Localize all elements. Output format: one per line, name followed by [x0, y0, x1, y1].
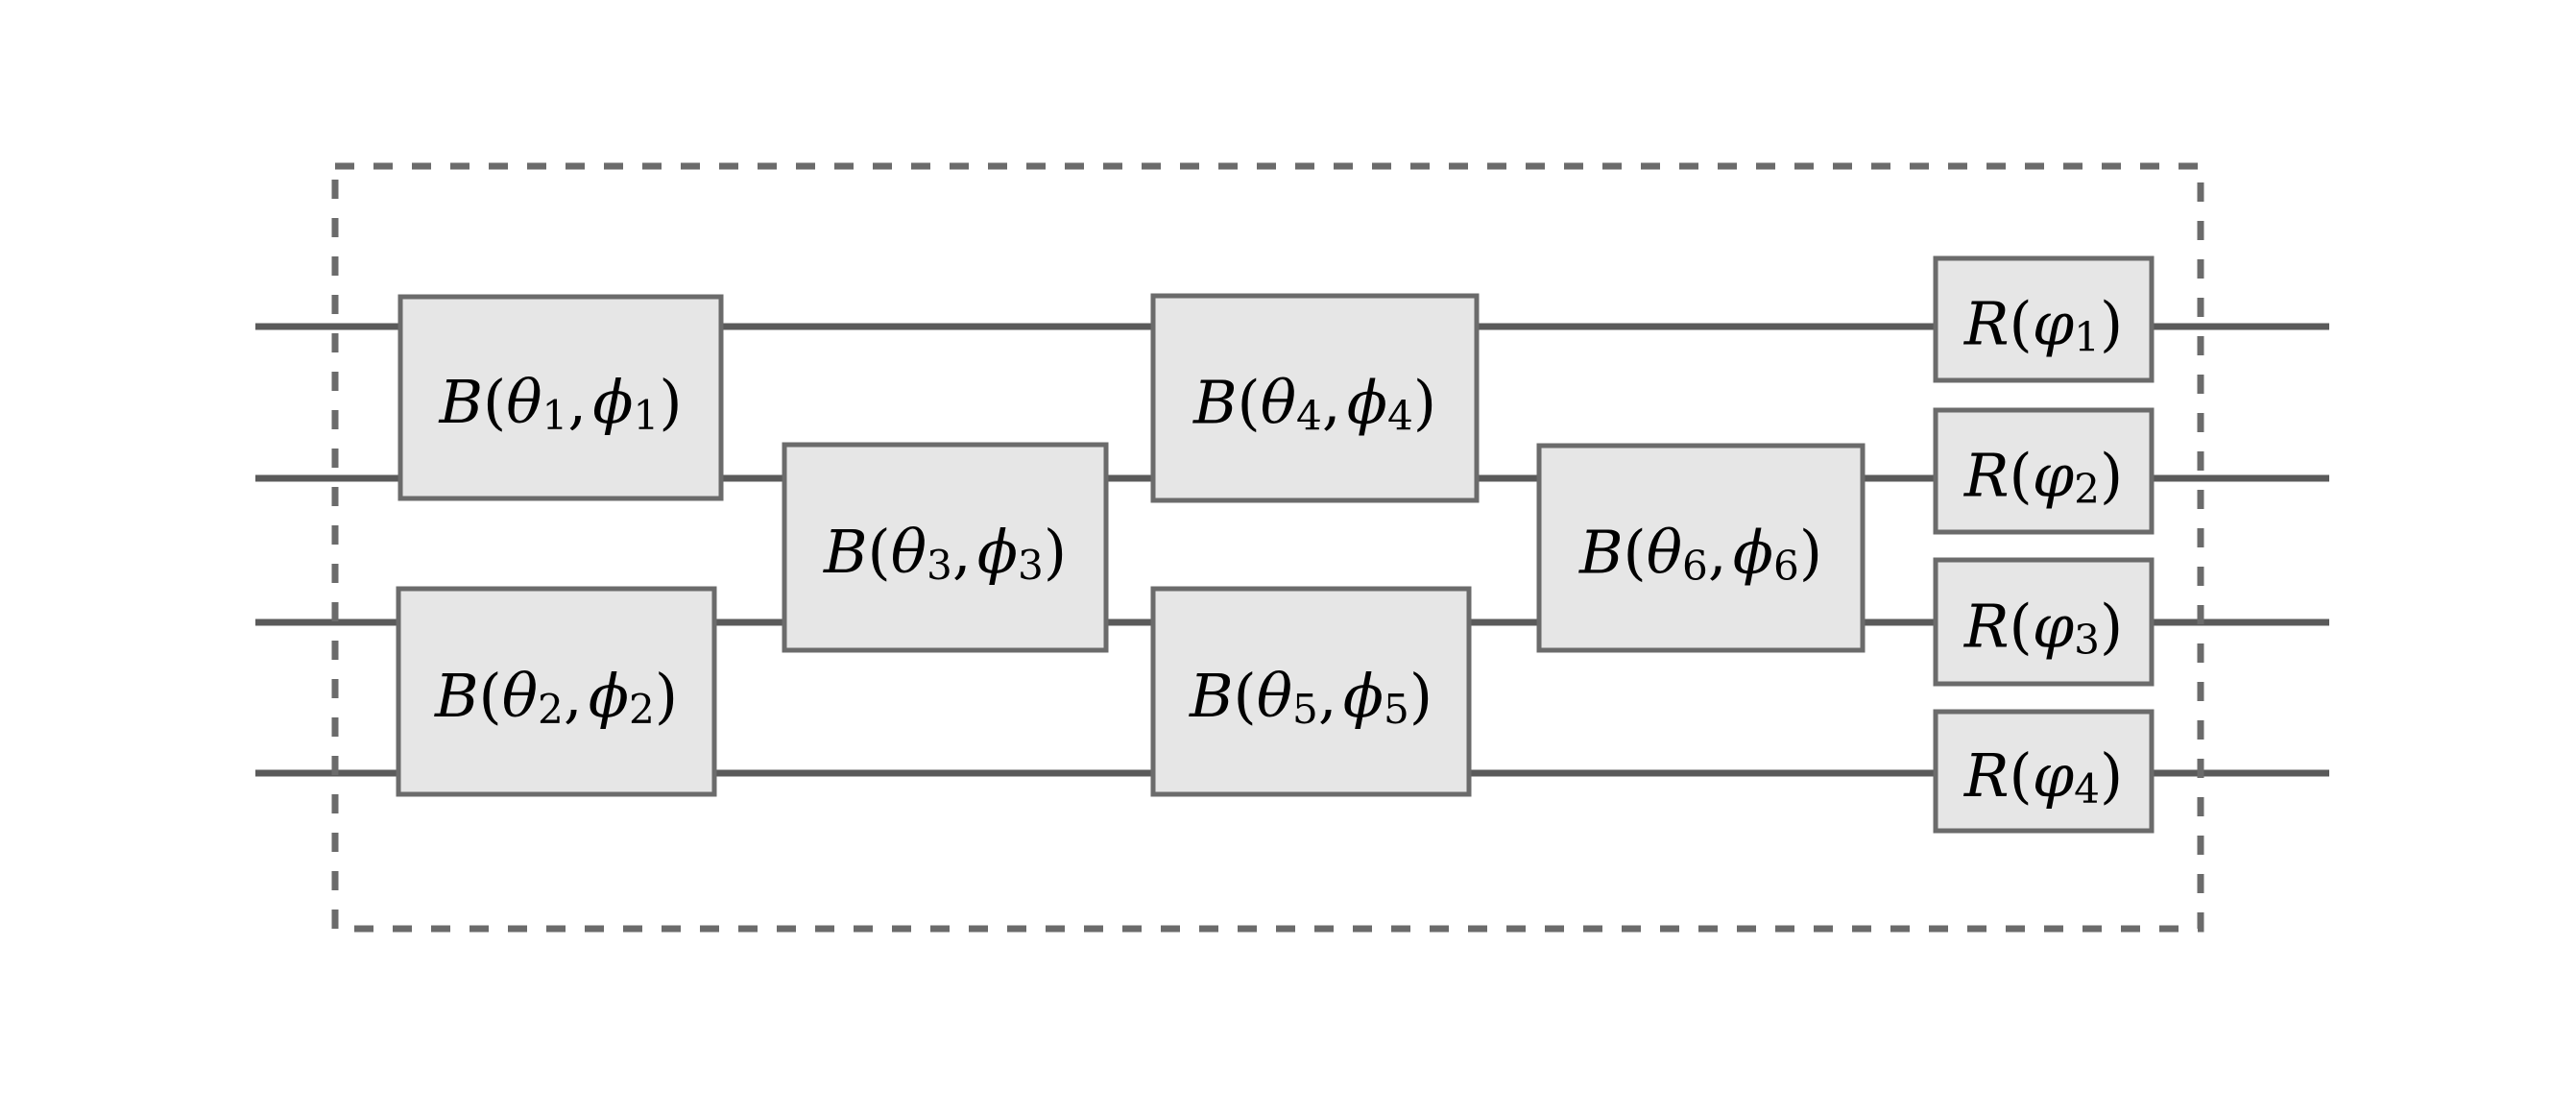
gate-B5[interactable]: B(θ5, ϕ5): [1150, 586, 1472, 797]
gate-R1[interactable]: R(φ1): [1933, 255, 2155, 383]
gate-B1-box[interactable]: [397, 294, 724, 501]
gate-R4-label: R(φ4): [1963, 740, 2123, 813]
interferometer-dashed-border: [331, 162, 2204, 933]
gate-B1-label: B(θ1, ϕ1): [438, 367, 682, 439]
gate-R3[interactable]: R(φ3): [1933, 557, 2155, 687]
gate-B3[interactable]: B(θ3, ϕ3): [782, 442, 1109, 653]
gate-R3-label: R(φ3): [1963, 591, 2123, 663]
gate-B4-box[interactable]: [1150, 293, 1480, 503]
gate-R3-box[interactable]: [1933, 557, 2155, 687]
gate-B2-label: B(θ2, ϕ2): [434, 661, 678, 733]
gate-B6-label: B(θ6, ϕ6): [1578, 517, 1822, 589]
gate-R2-box[interactable]: [1933, 407, 2155, 535]
gate-B4[interactable]: B(θ4, ϕ4): [1150, 293, 1480, 503]
gate-R1-box[interactable]: [1933, 255, 2155, 383]
gate-B5-label: B(θ5, ϕ5): [1189, 661, 1432, 733]
gate-R1-label: R(φ1): [1963, 288, 2123, 360]
gate-R4[interactable]: R(φ4): [1933, 709, 2155, 834]
gate-B5-box[interactable]: [1150, 586, 1472, 797]
gate-B3-box[interactable]: [782, 442, 1109, 653]
gate-B6-box[interactable]: [1536, 443, 1866, 653]
gate-R4-box[interactable]: [1933, 709, 2155, 834]
gate-B3-label: B(θ3, ϕ3): [823, 517, 1067, 589]
gate-B6[interactable]: B(θ6, ϕ6): [1536, 443, 1866, 653]
gate-R2-label: R(φ2): [1963, 440, 2123, 512]
gate-B2-box[interactable]: [396, 586, 717, 797]
gate-B2[interactable]: B(θ2, ϕ2): [396, 586, 717, 797]
gate-B4-label: B(θ4, ϕ4): [1192, 367, 1436, 439]
gate-R2[interactable]: R(φ2): [1933, 407, 2155, 535]
gate-B1[interactable]: B(θ1, ϕ1): [397, 294, 724, 501]
